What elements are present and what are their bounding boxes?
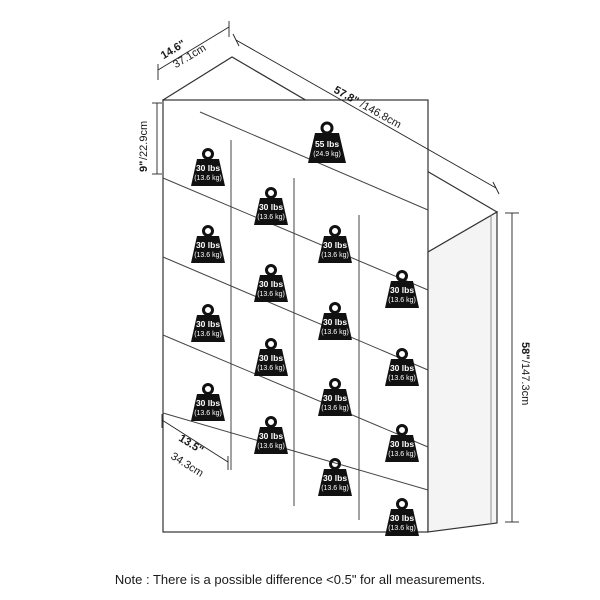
weight-lbs: 30 lbs [259,353,283,363]
weight-icon: 30 lbs (13.6 kg) [191,304,225,342]
weight-lbs: 30 lbs [390,513,414,523]
weight-kg: (13.6 kg) [257,214,285,221]
weight-lbs: 30 lbs [259,279,283,289]
weight-kg: (13.6 kg) [194,331,222,338]
weight-lbs: 30 lbs [390,363,414,373]
weight-kg: (13.6 kg) [321,329,349,336]
dimension-height [505,212,519,523]
weight-icon: 30 lbs (13.6 kg) [318,302,352,340]
height-inch: 58" [519,342,531,359]
dimension-width [232,33,500,195]
dimension-depth-top [157,21,230,80]
weight-icon: 30 lbs (13.6 kg) [385,424,419,462]
weight-lbs: 30 lbs [323,393,347,403]
weight-kg: (13.6 kg) [388,525,416,532]
weight-lbs: 30 lbs [196,163,220,173]
weight-icon: 30 lbs (13.6 kg) [318,378,352,416]
weight-kg: (13.6 kg) [321,485,349,492]
weight-icon: 30 lbs (13.6 kg) [191,148,225,186]
weight-kg: (13.6 kg) [388,375,416,382]
weight-kg: (13.6 kg) [388,451,416,458]
weight-kg: (13.6 kg) [257,291,285,298]
weight-kg: (13.6 kg) [194,410,222,417]
weight-icon: 30 lbs (13.6 kg) [318,458,352,496]
height-cm: /147.3cm [519,360,531,405]
measurement-note: Note : There is a possible difference <0… [114,572,486,587]
weight-lbs: 30 lbs [259,431,283,441]
top-weight-kg: (24.9 kg) [313,151,341,158]
weight-lbs: 30 lbs [323,240,347,250]
weight-kg: (13.6 kg) [257,443,285,450]
weight-icon: 30 lbs (13.6 kg) [254,416,288,454]
weight-icon: 30 lbs (13.6 kg) [385,498,419,536]
weight-kg: (13.6 kg) [321,405,349,412]
weight-lbs: 30 lbs [323,317,347,327]
weight-lbs: 30 lbs [259,202,283,212]
shelf-weights: 30 lbs (13.6 kg) 30 lbs (13.6 kg) 30 lbs (13.… [191,148,419,536]
weight-icon: 30 lbs (13.6 kg) [254,187,288,225]
weight-lbs: 30 lbs [196,240,220,250]
weight-lbs: 30 lbs [196,398,220,408]
dimension-cube-height [152,102,162,175]
weight-lbs: 30 lbs [323,473,347,483]
cube-height-inch: 9" [138,161,150,172]
weight-icon: 30 lbs (13.6 kg) [385,270,419,308]
top-weight-icon: 55 lbs (24.9 kg) [308,121,346,163]
weight-kg: (13.6 kg) [194,175,222,182]
weight-icon: 30 lbs (13.6 kg) [191,383,225,421]
weight-kg: (13.6 kg) [321,252,349,259]
weight-icon: 30 lbs (13.6 kg) [254,264,288,302]
weight-lbs: 30 lbs [390,439,414,449]
weight-kg: (13.6 kg) [388,297,416,304]
cube-height-cm: /22.9cm [138,121,150,160]
weight-icon: 30 lbs (13.6 kg) [385,348,419,386]
shelf-side-panel [427,210,498,533]
weight-icon: 30 lbs (13.6 kg) [191,225,225,263]
weight-kg: (13.6 kg) [194,252,222,259]
weight-lbs: 30 lbs [196,319,220,329]
weight-icon: 30 lbs (13.6 kg) [318,225,352,263]
weight-icon: 30 lbs (13.6 kg) [254,338,288,376]
weight-lbs: 30 lbs [390,285,414,295]
weight-kg: (13.6 kg) [257,365,285,372]
top-weight-lbs: 55 lbs [315,139,339,149]
dimension-cube-depth [161,414,229,470]
